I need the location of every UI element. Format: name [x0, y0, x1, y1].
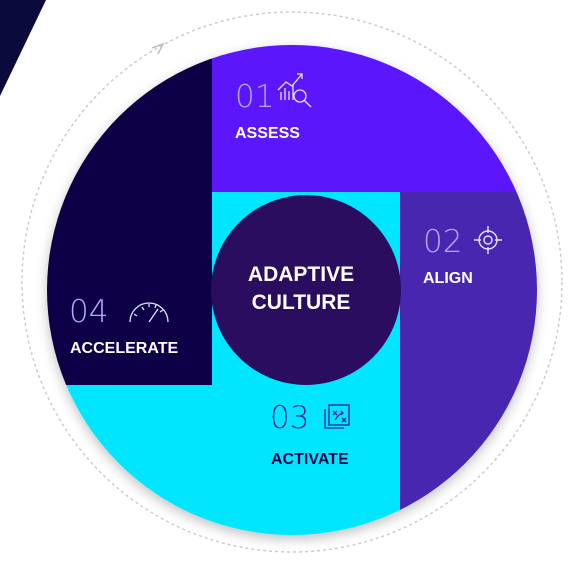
step-04-number: 04	[69, 294, 108, 330]
center-title-line2: CULTURE	[252, 291, 351, 314]
analytics-magnifier-icon	[277, 73, 312, 108]
orbit-ring	[21, 11, 563, 553]
step-02-label: ALIGN	[423, 270, 473, 287]
step-03-label: ACTIVATE	[271, 451, 349, 468]
step-01-number: 01	[235, 79, 274, 115]
segment-accelerate	[47, 45, 212, 385]
step-02-number: 02	[423, 224, 462, 260]
center-circle	[211, 195, 401, 385]
speedometer-icon	[129, 302, 169, 323]
strategy-plan-icon	[324, 404, 350, 429]
orbit-arrow-icon	[151, 42, 165, 55]
step-01-label: ASSESS	[235, 125, 300, 142]
center-title-line1: ADAPTIVE	[248, 263, 354, 286]
corner-decoration	[0, 0, 46, 96]
step-04-label: ACCELERATE	[70, 340, 178, 357]
step-03-number: 03	[270, 400, 309, 436]
target-crosshair-icon	[474, 226, 502, 254]
segment-assess	[212, 45, 537, 192]
